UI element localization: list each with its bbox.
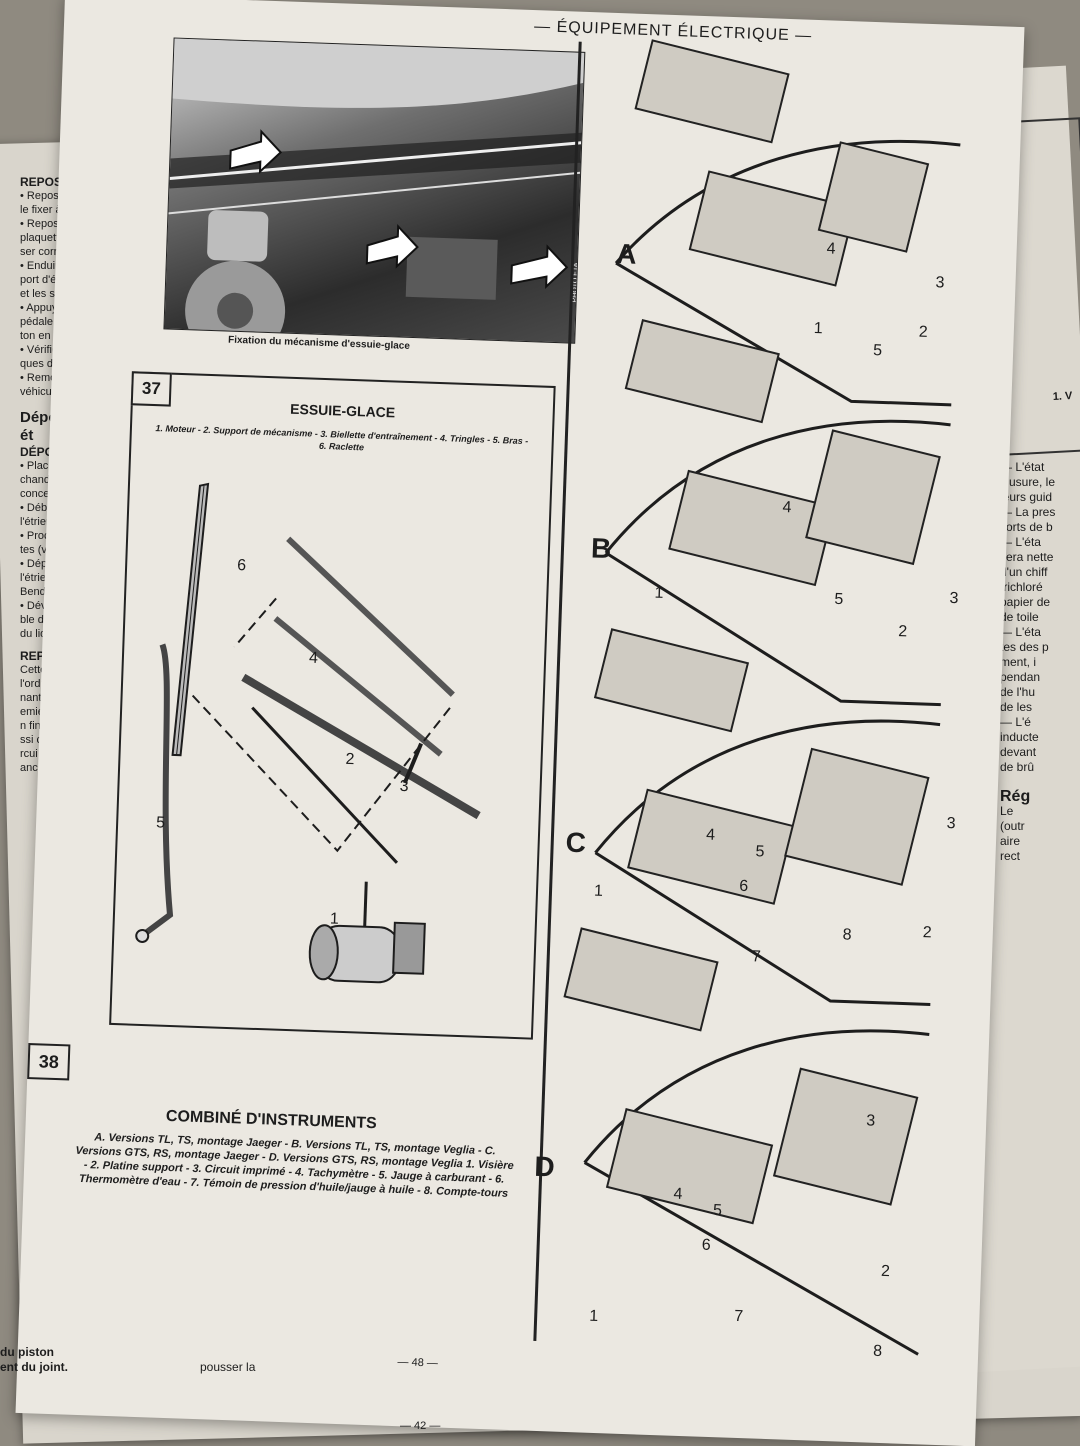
variant-B: B bbox=[590, 532, 612, 565]
right-line: — L'éta bbox=[1000, 625, 1041, 639]
instrument-cluster-drawing bbox=[563, 39, 961, 1356]
right-line: de les bbox=[1000, 700, 1033, 714]
right-line: — L'éta bbox=[1000, 535, 1041, 549]
right-line: sera nette bbox=[1000, 550, 1054, 564]
footer-mid: pousser la bbox=[200, 1360, 256, 1374]
right-line: de toile bbox=[1000, 610, 1039, 624]
right-line: d'usure, le bbox=[1000, 475, 1055, 489]
page-number-42: — 42 — bbox=[400, 1420, 441, 1432]
right-line: — La pres bbox=[1000, 505, 1056, 519]
right-line: devant bbox=[1000, 745, 1037, 759]
wiper-mechanism-photo: PHOTO ETA bbox=[163, 37, 586, 344]
callout-A-3: 3 bbox=[935, 274, 945, 292]
left-line: l'étrier. bbox=[20, 516, 53, 528]
figure-37-frame: 37 ESSUIE-GLACE 1. Moteur - 2. Support d… bbox=[109, 371, 556, 1040]
right-line: (outr bbox=[1000, 819, 1025, 833]
callout-A-5: 5 bbox=[872, 342, 883, 360]
right-fig-label: 1. V bbox=[1052, 390, 1073, 404]
right-line: tes des p bbox=[1000, 640, 1049, 654]
callout-D-5: 5 bbox=[712, 1202, 723, 1220]
right-line: de l'hu bbox=[1000, 685, 1035, 699]
callout-B-5: 5 bbox=[834, 590, 844, 609]
callout-C-3: 3 bbox=[946, 814, 956, 833]
left-line: ssi c bbox=[20, 734, 42, 746]
callout-B-4: 4 bbox=[782, 499, 792, 517]
callout-B-2: 2 bbox=[898, 623, 908, 641]
left-line: rcui bbox=[20, 748, 38, 760]
right-heading: Rég bbox=[1000, 788, 1031, 805]
right-column: — L'état d'usure, le leurs guid — La pre… bbox=[1000, 460, 1080, 864]
callout-C-7: 7 bbox=[751, 948, 762, 966]
variant-C: C bbox=[565, 826, 587, 859]
callout-C-6: 6 bbox=[739, 877, 749, 896]
callout-B-3: 3 bbox=[949, 589, 959, 608]
callout-C-1: 1 bbox=[593, 882, 604, 900]
left-line: Cette bbox=[20, 664, 47, 676]
footer-line: du piston bbox=[0, 1345, 54, 1359]
footer-left: du piston ent du joint. bbox=[0, 1345, 68, 1375]
callout-B-1: 1 bbox=[654, 584, 664, 602]
callout-C-4: 4 bbox=[705, 826, 716, 844]
right-line: d'un chiff bbox=[1000, 565, 1048, 579]
right-line: ment, i bbox=[1000, 655, 1037, 669]
right-line: rect bbox=[1000, 849, 1021, 863]
callout-A-4: 4 bbox=[826, 240, 836, 258]
callout-D-8: 8 bbox=[872, 1342, 883, 1361]
callout-A-2: 2 bbox=[918, 323, 928, 341]
right-line: — L'état bbox=[1000, 460, 1045, 474]
variant-A: A bbox=[615, 238, 638, 270]
wiper-drawing bbox=[135, 482, 481, 984]
callout-D-4: 4 bbox=[673, 1185, 683, 1203]
right-line: aire bbox=[1000, 834, 1021, 848]
callout-D-1: 1 bbox=[588, 1307, 599, 1326]
right-line: Le bbox=[1000, 804, 1014, 818]
callout-A-1: 1 bbox=[813, 320, 824, 338]
right-line: leurs guid bbox=[1000, 490, 1053, 504]
callout-D-2: 2 bbox=[880, 1262, 891, 1281]
callout-D-3: 3 bbox=[865, 1112, 876, 1130]
callout-C-8: 8 bbox=[842, 926, 852, 944]
variant-D: D bbox=[533, 1150, 556, 1183]
page-number-48: — 48 — bbox=[397, 1356, 439, 1370]
right-line: inducte bbox=[1000, 730, 1039, 744]
footer-line: ent du joint. bbox=[0, 1360, 68, 1374]
callout-C-5: 5 bbox=[755, 843, 765, 861]
right-line: pendan bbox=[1000, 670, 1041, 684]
right-line: — L'é bbox=[1000, 715, 1031, 729]
callout-D-6: 6 bbox=[701, 1236, 711, 1254]
callout-D-7: 7 bbox=[734, 1307, 744, 1326]
left-line: n fin bbox=[20, 720, 41, 732]
main-page: — ÉQUIPEMENT ÉLECTRIQUE — PHOTO ETA Fixa… bbox=[15, 0, 1025, 1446]
photo-illustration bbox=[168, 38, 585, 343]
callout-C-2: 2 bbox=[922, 924, 933, 942]
right-line: sorts de b bbox=[1000, 520, 1053, 534]
right-line: de brû bbox=[1000, 760, 1035, 774]
right-line: trichloré bbox=[1000, 580, 1043, 594]
right-line: papier de bbox=[1000, 595, 1051, 609]
